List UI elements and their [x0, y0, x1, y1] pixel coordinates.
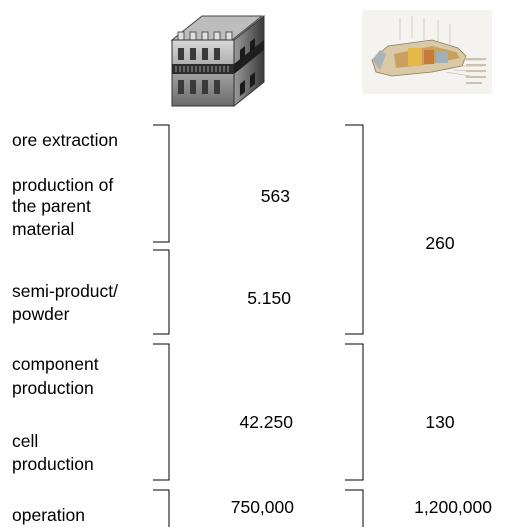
bracket-turbine-material: [345, 124, 364, 335]
stage-parent-material-line2: the parent: [12, 196, 91, 216]
stage-parent-material-line1: production of: [12, 175, 114, 195]
bracket-parent-material: [153, 124, 170, 243]
bracket-semi-product: [153, 249, 170, 335]
turbine-value-material: 260: [425, 233, 455, 253]
fuel-cell-value-semi-product: 5.150: [247, 288, 291, 308]
bracket-turbine-operation: [345, 489, 364, 527]
stage-ore-extraction: ore extraction: [12, 130, 119, 150]
fuel-cell-stack-icon: [170, 14, 265, 108]
bracket-turbine-component: [345, 343, 364, 481]
stage-parent-material-line3: material: [12, 219, 75, 239]
turbine-value-operation: 1,200,000: [414, 497, 492, 517]
stage-semi-product-line2: powder: [12, 304, 70, 324]
fuel-cell-value-parent-material: 563: [260, 186, 290, 206]
stage-component-line1: component: [12, 354, 99, 374]
gas-turbine-cutaway-icon: [362, 10, 492, 94]
stage-component-line2: production: [12, 378, 94, 398]
bracket-operation: [153, 489, 170, 527]
turbine-value-component: 130: [425, 412, 455, 432]
fuel-cell-value-component-cell: 42.250: [239, 412, 293, 432]
bracket-component-cell: [153, 343, 170, 481]
fuel-cell-value-operation: 750,000: [230, 497, 294, 517]
stage-operation: operation: [12, 505, 85, 525]
stage-semi-product-line1: semi-product/: [12, 281, 119, 301]
stage-cell-line1: cell: [12, 431, 39, 451]
stage-cell-line2: production: [12, 454, 94, 474]
